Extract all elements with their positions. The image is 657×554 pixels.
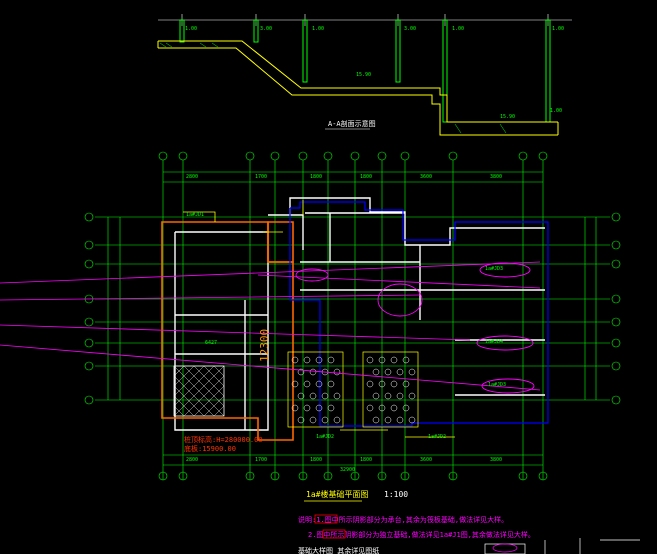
svg-text:1800: 1800 xyxy=(310,457,322,463)
svg-text:3600: 3600 xyxy=(420,174,432,180)
svg-text:1.00: 1.00 xyxy=(452,26,464,32)
svg-text:3.00: 3.00 xyxy=(404,26,416,32)
hatched-pad xyxy=(173,365,225,417)
plan-title: 1a#楼基础平面图 xyxy=(306,489,368,499)
elevation-line-2: 底板:15900.00 xyxy=(184,444,236,453)
section-drawing: 1.00 3.00 1.00 3.00 1.00 1.00 15.90 15.90 1.… xyxy=(157,14,572,136)
svg-text:32900: 32900 xyxy=(340,467,355,473)
elevation-line-1: 桩顶标高:H=280000.00 xyxy=(184,435,263,444)
svg-text:1.00: 1.00 xyxy=(550,108,562,114)
svg-text:3800: 3800 xyxy=(490,174,502,180)
svg-text:1700: 1700 xyxy=(255,457,267,463)
svg-text:1a#JD3: 1a#JD3 xyxy=(485,266,503,272)
svg-text:1.00: 1.00 xyxy=(312,26,324,32)
svg-text:3.00: 3.00 xyxy=(260,26,272,32)
reference-lines xyxy=(0,261,541,391)
svg-text:1.00: 1.00 xyxy=(185,26,197,32)
svg-text:1a#JD2: 1a#JD2 xyxy=(316,434,334,440)
svg-text:2800: 2800 xyxy=(186,174,198,180)
boundary-blue xyxy=(289,201,549,427)
grid-axes xyxy=(84,151,621,481)
svg-text:1.00: 1.00 xyxy=(552,26,564,32)
svg-text:2800: 2800 xyxy=(186,457,198,463)
svg-text:15.90: 15.90 xyxy=(500,114,515,120)
svg-text:1700: 1700 xyxy=(255,174,267,180)
svg-text:1a#JD4: 1a#JD4 xyxy=(485,339,503,345)
svg-text:3800: 3800 xyxy=(490,457,502,463)
dimension-labels: 2800 1700 1800 1800 3600 3800 2800 1700 1800… xyxy=(186,174,506,473)
note-line-2: 2.图中所示阴影部分为独立基础,做法详见1a#J1图,其余做法详见大样。 xyxy=(308,530,535,539)
svg-text:1800: 1800 xyxy=(360,174,372,180)
svg-text:1a#JD1: 1a#JD1 xyxy=(186,212,204,218)
footer-text: 基础大样图 其余详见图纸 xyxy=(298,546,379,554)
pile-group-right xyxy=(366,356,416,424)
pile-group-left xyxy=(291,356,341,424)
svg-text:1a#JD3: 1a#JD3 xyxy=(488,382,506,388)
wall-outline xyxy=(174,197,545,431)
svg-text:15.90: 15.90 xyxy=(356,72,371,78)
section-title: A-A剖面示意图 xyxy=(328,119,376,128)
plan-scale: 1:100 xyxy=(384,490,408,499)
note-line-1: 说明:1.图中所示阴影部分为承台,其余为筏板基础,做法详见大样。 xyxy=(298,515,508,524)
yellow-lines xyxy=(183,200,455,438)
svg-text:6427: 6427 xyxy=(205,340,217,346)
svg-text:1800: 1800 xyxy=(310,174,322,180)
svg-text:1a#JD2: 1a#JD2 xyxy=(428,434,446,440)
svg-text:3600: 3600 xyxy=(420,457,432,463)
vertical-dimension-label: 12300 xyxy=(258,329,271,362)
raft-outline xyxy=(161,221,294,441)
svg-text:1800: 1800 xyxy=(360,457,372,463)
